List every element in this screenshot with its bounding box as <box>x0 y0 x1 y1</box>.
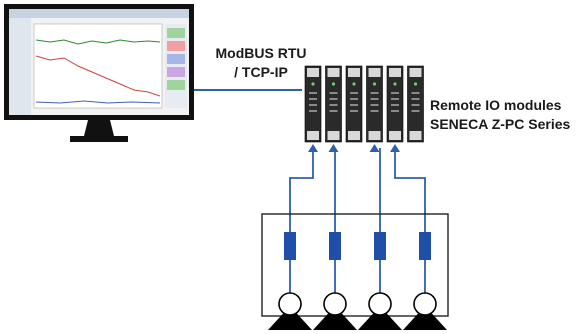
modules-label: Remote IO modules SENECA Z-PC Series <box>430 96 570 134</box>
io-module-led <box>393 82 397 86</box>
io-module-led <box>331 82 336 86</box>
io-module-vent <box>350 104 358 106</box>
io-module-led <box>311 82 315 86</box>
io-module-vent <box>350 110 358 112</box>
io-module-vent <box>370 104 379 106</box>
modules-label-line-2: SENECA Z-PC Series <box>430 116 571 132</box>
field-device-transmitter <box>284 232 296 260</box>
io-module-vent <box>329 104 338 106</box>
io-module-vent <box>370 92 379 94</box>
field-device-sensor-base <box>403 306 447 330</box>
screen-plot-area <box>33 23 163 109</box>
legend-block <box>167 54 185 64</box>
field-device-sensor <box>413 292 437 316</box>
field-devices <box>268 232 447 330</box>
field-device-transmitter <box>374 232 386 260</box>
io-module-vent <box>370 110 379 112</box>
io-module-vent <box>309 110 317 112</box>
io-module-top-terminal <box>307 68 319 77</box>
field-device-transmitter <box>419 232 431 260</box>
field-device-transmitter <box>329 232 341 260</box>
io-module-vent <box>329 98 338 100</box>
io-module-top-terminal <box>389 68 401 77</box>
io-module-bottom-terminal <box>307 131 319 140</box>
monitor-stand-base <box>70 136 128 142</box>
monitor <box>4 4 194 142</box>
io-module-vent <box>329 110 338 112</box>
legend-block <box>167 67 185 77</box>
modules-label-line-1: Remote IO modules <box>430 97 562 113</box>
screen-series-blue <box>35 100 161 104</box>
link-label: ModBUS RTU / TCP-IP <box>206 44 316 82</box>
io-module-led <box>413 82 418 86</box>
field-device-sensor <box>368 292 392 316</box>
field-device-sensor-base <box>313 306 357 330</box>
io-wiring <box>289 144 426 232</box>
io-module-vent <box>309 104 317 106</box>
io-wire <box>289 148 314 232</box>
io-module-bottom-terminal <box>368 131 381 140</box>
io-module-vent <box>391 92 399 94</box>
io-module-vent <box>411 98 420 100</box>
field-device-sensor <box>323 292 347 316</box>
io-wire-arrow <box>308 144 318 152</box>
io-module <box>304 65 322 143</box>
io-module-top-terminal <box>348 68 360 77</box>
link-label-line-2: / TCP-IP <box>234 64 288 80</box>
io-module-bottom-terminal <box>389 131 401 140</box>
legend-block <box>167 28 185 38</box>
io-module-vent <box>350 98 358 100</box>
io-module-vent <box>411 110 420 112</box>
legend-block <box>167 80 185 90</box>
io-module-vent <box>391 104 399 106</box>
io-module-led <box>372 82 377 86</box>
io-module-vent <box>309 92 317 94</box>
io-module-vent <box>391 98 399 100</box>
io-module-vent <box>350 92 358 94</box>
field-device <box>403 232 447 330</box>
io-module-top-terminal <box>368 68 381 77</box>
field-device <box>313 232 357 330</box>
screen-series-red <box>35 55 161 97</box>
monitor-stand-neck <box>84 120 114 136</box>
io-module-top-terminal <box>409 68 422 77</box>
field-device-sensor-base <box>268 306 312 330</box>
io-module-bottom-terminal <box>348 131 360 140</box>
field-device-box <box>261 213 449 317</box>
io-module-vent <box>391 110 399 112</box>
screen-series-green <box>35 39 161 45</box>
io-wire-arrow <box>328 144 339 152</box>
screen-sidebar <box>9 18 31 115</box>
field-device-sensor-base <box>358 306 402 330</box>
field-device <box>268 232 312 330</box>
field-device-sensor <box>278 292 302 316</box>
io-module <box>325 65 342 143</box>
remote-io-modules <box>304 65 424 143</box>
io-module-vent <box>329 92 338 94</box>
io-module-vent <box>411 92 420 94</box>
io-module-vent <box>309 98 317 100</box>
io-module <box>345 65 363 143</box>
io-module-vent <box>370 98 379 100</box>
io-module-led <box>352 82 356 86</box>
screen-titlebar <box>9 9 189 18</box>
link-label-line-1: ModBUS RTU <box>215 45 307 61</box>
io-module-bottom-terminal <box>327 131 340 140</box>
io-module <box>366 65 383 143</box>
io-module <box>386 65 404 143</box>
io-wire-arrow <box>369 144 380 152</box>
io-module-vent <box>411 104 420 106</box>
legend-block <box>167 41 185 51</box>
io-module-bottom-terminal <box>409 131 422 140</box>
io-module-top-terminal <box>327 68 340 77</box>
field-device <box>358 232 402 330</box>
io-module <box>407 65 424 143</box>
io-wire <box>394 148 426 232</box>
io-wire-arrow <box>390 144 400 152</box>
